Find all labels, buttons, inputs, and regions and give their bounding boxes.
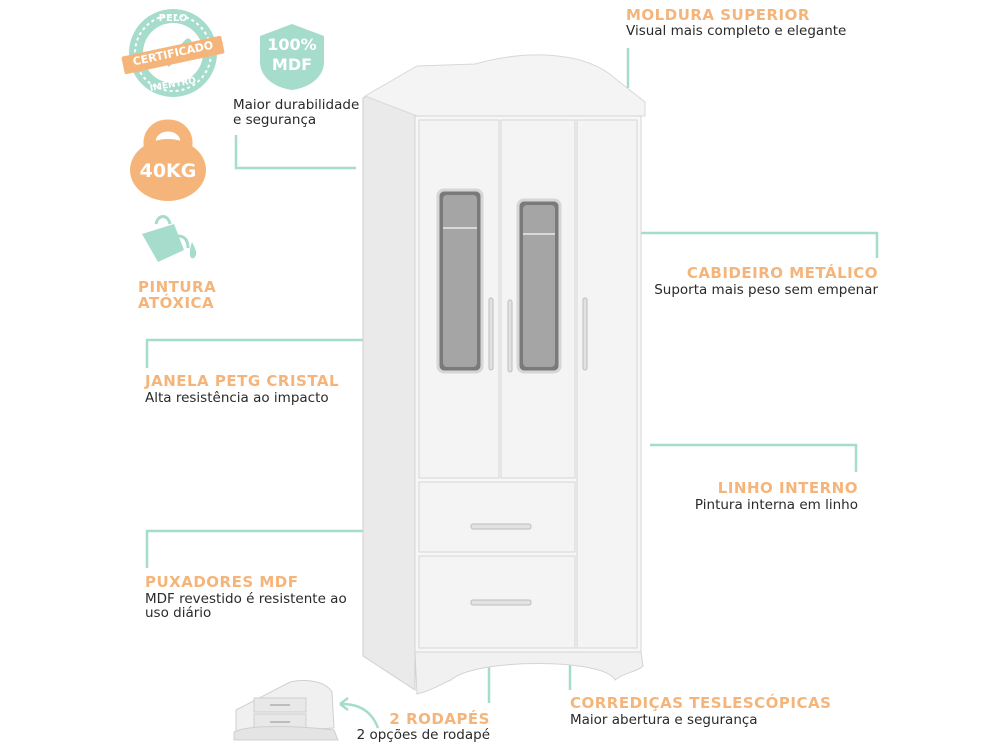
paint-line-2: ATÓXICA	[138, 294, 215, 312]
paint-bucket-icon	[138, 214, 208, 270]
corredicas-desc: Maior abertura e segurança	[570, 712, 758, 728]
moldura-desc: Visual mais completo e elegante	[626, 23, 847, 39]
kettlebell-icon	[130, 119, 206, 201]
mdf-caption-1: Maior durabilidade	[233, 97, 360, 113]
puxadores-desc-1: MDF revestido é resistente ao	[145, 591, 347, 607]
rodape-thumbnail	[230, 672, 340, 742]
paint-line-1: PINTURA	[138, 278, 217, 296]
line-puxadores	[145, 529, 425, 568]
drawer-bottom	[418, 555, 576, 649]
line-mdf	[234, 135, 356, 170]
rodapes-title: 2 RODAPÉS	[389, 710, 490, 728]
mdf-badge: 100% MDF	[252, 22, 332, 92]
arrow-rodapes	[341, 702, 380, 729]
moldura-title: MOLDURA SUPERIOR	[626, 6, 810, 24]
puxadores-desc-2: uso diário	[145, 605, 212, 621]
certified-seal: PELO CERTIFICADO IMENTRO	[118, 4, 228, 102]
janela-title: JANELA PETG CRISTAL	[145, 372, 340, 390]
line-cabideiro	[540, 231, 879, 258]
drawer-top	[418, 481, 576, 553]
line-linho	[650, 443, 858, 472]
wardrobe-illustration	[355, 50, 655, 700]
mdf-caption-2: e segurança	[233, 112, 317, 128]
rodapes-desc: 2 opções de rodapé	[356, 727, 490, 743]
linho-title: LINHO INTERNO	[717, 479, 858, 497]
line-janela	[145, 338, 446, 368]
weight-label: 40KG	[139, 160, 197, 182]
mdf-line2: MDF	[271, 55, 313, 74]
janela-desc: Alta resistência ao impacto	[145, 390, 329, 406]
linho-desc: Pintura interna em linho	[694, 497, 858, 513]
seal-icon	[121, 9, 225, 97]
cabideiro-title: CABIDEIRO METÁLICO	[686, 264, 878, 282]
puxadores-title: PUXADORES MDF	[145, 573, 299, 591]
mdf-shield-icon	[260, 24, 324, 90]
weight-badge: 40KG	[128, 110, 208, 202]
mdf-line1: 100%	[267, 35, 317, 54]
cabideiro-desc: Suporta mais peso sem empenar	[654, 282, 878, 298]
corredicas-title: CORREDIÇAS TESLESCÓPICAS	[570, 694, 832, 712]
seal-top: PELO	[158, 13, 188, 24]
